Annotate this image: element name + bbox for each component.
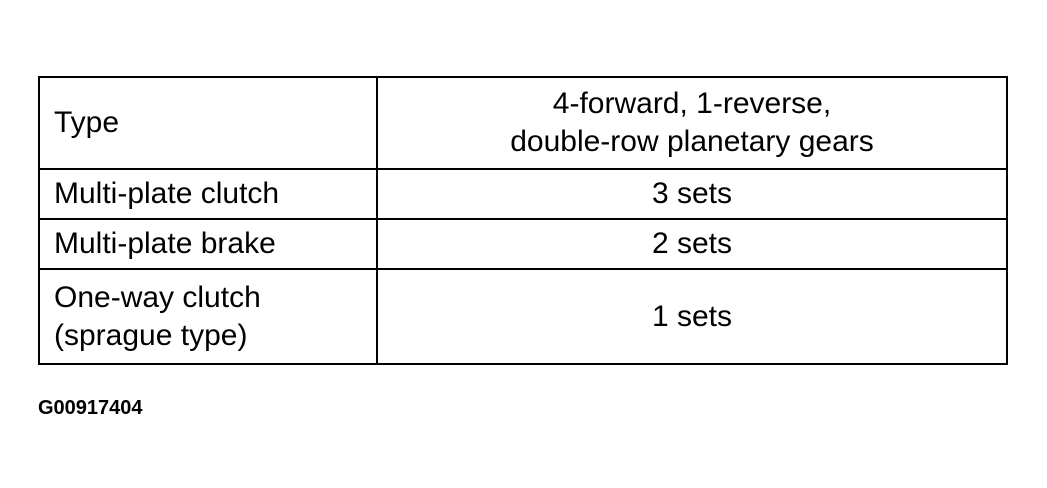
row-value-one-way-clutch: 1 sets <box>376 268 1008 365</box>
row-label-multi-plate-clutch: Multi-plate clutch <box>38 168 378 220</box>
transmission-spec-table: Type 4-forward, 1-reverse, double-row pl… <box>38 76 1008 365</box>
row-value-type: 4-forward, 1-reverse, double-row planeta… <box>376 76 1008 170</box>
label-line: One-way clutch <box>54 280 261 314</box>
label-line: (sprague type) <box>54 318 248 352</box>
value-line: 3 sets <box>651 177 733 210</box>
table-row-one-way-clutch: One-way clutch (sprague type) 1 sets <box>38 268 1008 365</box>
table-row-multi-plate-clutch: Multi-plate clutch 3 sets <box>38 168 1008 220</box>
table-row-multi-plate-brake: Multi-plate brake 2 sets <box>38 218 1008 270</box>
value-line: 1 sets <box>651 299 733 333</box>
value-line: 4-forward, 1-reverse, <box>552 87 832 120</box>
label-line: Type <box>54 106 120 139</box>
label-line: Multi-plate clutch <box>54 177 280 210</box>
table-row-type: Type 4-forward, 1-reverse, double-row pl… <box>38 76 1008 170</box>
row-label-one-way-clutch: One-way clutch (sprague type) <box>38 268 378 365</box>
row-value-multi-plate-clutch: 3 sets <box>376 168 1008 220</box>
label-line: Multi-plate brake <box>54 227 276 260</box>
value-line: 2 sets <box>651 227 733 260</box>
row-value-multi-plate-brake: 2 sets <box>376 218 1008 270</box>
row-label-multi-plate-brake: Multi-plate brake <box>38 218 378 270</box>
row-label-type: Type <box>38 76 378 170</box>
figure-id: G00917404 <box>38 397 143 419</box>
value-line: double-row planetary gears <box>510 125 874 158</box>
